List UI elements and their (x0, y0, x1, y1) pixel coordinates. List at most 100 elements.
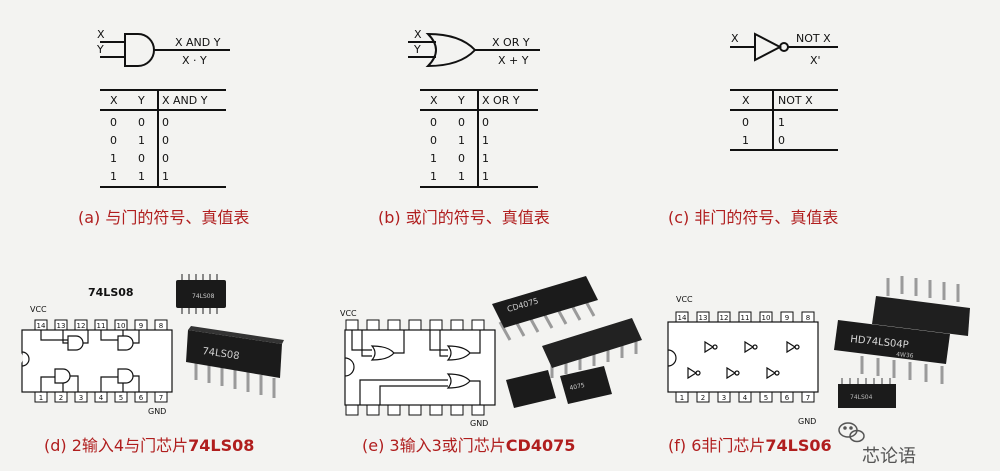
chip-pin (387, 319, 401, 331)
chip-d-photo-small: 74LS08 (176, 274, 226, 314)
caption-chip-e: (e) 3输入3或门芯片CD4075 (362, 432, 575, 456)
chip-d-photo-dip: 74LS08 (186, 326, 284, 398)
chip-f-photo-small-label-2: 74LS04 (850, 394, 873, 401)
caption-d-prefix: (d) (44, 436, 67, 455)
chip-pin-number: 1 (680, 394, 684, 402)
chip-e-photo-small-label: 4075 (569, 382, 586, 392)
not-truth-table: X NOT X 0 1 1 0 (730, 89, 838, 151)
truth-table-cell: 0 (742, 116, 749, 129)
truth-table-cell: 0 (778, 134, 785, 147)
chip-e-photo-dip: CD4075 (492, 276, 598, 341)
truth-table-header: X (110, 94, 118, 107)
truth-table-header: X (742, 94, 750, 107)
caption-e-text: 3输入3或门芯片 (389, 436, 506, 455)
and-output-name: X AND Y (175, 36, 221, 49)
caption-not-gate: (c) 非门的符号、真值表 (668, 204, 838, 228)
truth-table-cell: 1 (482, 170, 489, 183)
chip-pin (450, 404, 464, 416)
truth-table-header: Y (457, 94, 465, 107)
not-input-x: X (731, 32, 739, 45)
truth-table-cell: 1 (138, 170, 145, 183)
truth-table-header: Y (137, 94, 145, 107)
chip-pin (387, 404, 401, 416)
truth-table-cell: 1 (742, 134, 749, 147)
and-output-expr: X · Y (182, 54, 207, 67)
chip-pin-number: 8 (806, 314, 810, 322)
chip-pin (471, 404, 485, 416)
chip-pin-number: 9 (785, 314, 789, 322)
not-output-name: NOT X (796, 32, 831, 45)
watermark: 芯论语 (862, 442, 916, 468)
caption-f-part: 74LS06 (765, 436, 832, 455)
truth-table-cell: 1 (458, 170, 465, 183)
truth-table-cell: 0 (482, 116, 489, 129)
chip-pin-number: 3 (722, 394, 726, 402)
truth-table-header: X OR Y (482, 94, 520, 107)
chip-pin-number: 13 (699, 314, 708, 322)
chip-f-photo-dip: HD74LS04P 4W36 (834, 276, 970, 384)
chip-pin-number: 11 (97, 322, 106, 330)
chip-f-photo-soic: 74LS04 (838, 378, 896, 408)
truth-table-cell: 0 (138, 152, 145, 165)
chip-d-internal-gates (15, 329, 173, 393)
caption-d-text: 2输入4与门芯片 (71, 436, 189, 455)
caption-d-part: 74LS08 (188, 436, 255, 455)
chip-pin-number: 6 (785, 394, 790, 402)
caption-and-text: 与门的符号、真值表 (105, 208, 250, 227)
truth-table-header: X (430, 94, 438, 107)
watermark-text: 芯论语 (862, 446, 916, 467)
truth-table-cell: 0 (458, 152, 465, 165)
chip-pin-number: 11 (741, 314, 750, 322)
and-gate-symbol (100, 33, 230, 67)
truth-table-header: X AND Y (162, 94, 208, 107)
chip-d-photo-label: 74LS08 (202, 346, 241, 362)
chip-pin (345, 319, 359, 331)
truth-table-cell: 0 (458, 116, 465, 129)
truth-table-cell: 0 (162, 116, 169, 129)
not-gate-symbol (730, 32, 838, 62)
chip-f-gnd-label: GND (798, 417, 816, 426)
chip-pin-number: 9 (139, 322, 143, 330)
truth-table-cell: 0 (162, 152, 169, 165)
chip-pin-number: 5 (119, 394, 123, 402)
chip-pin-number: 10 (762, 314, 771, 322)
truth-table-header: NOT X (778, 94, 813, 107)
truth-table-cell: 1 (110, 170, 117, 183)
or-output-expr: X + Y (498, 54, 529, 67)
wechat-icon (838, 422, 865, 443)
truth-table-cell: 0 (430, 116, 437, 129)
caption-f-prefix: (f) (668, 436, 687, 455)
caption-chip-f: (f) 6非门芯片74LS06 (668, 432, 832, 456)
truth-table-cell: 1 (138, 134, 145, 147)
truth-table-cell: 1 (778, 116, 785, 129)
chip-pin-number: 3 (79, 394, 83, 402)
chip-pin-number: 7 (159, 394, 163, 402)
caption-e-part: CD4075 (505, 436, 576, 455)
and-input-x: X (97, 28, 105, 41)
chip-e-gnd-label: GND (470, 419, 488, 428)
caption-chip-d: (d) 2输入4与门芯片74LS08 (44, 432, 254, 456)
chip-pin-number: 13 (57, 322, 66, 330)
chip-e-internal-gates (344, 329, 496, 406)
chip-pin-number: 10 (117, 322, 126, 330)
chip-pin (345, 404, 359, 416)
caption-and-gate: (a) 与门的符号、真值表 (78, 204, 249, 228)
chip-pin (366, 319, 380, 331)
and-input-y: Y (96, 43, 104, 56)
chip-pin-number: 14 (678, 314, 687, 322)
chip-pin (450, 319, 464, 331)
chip-pin-number: 4 (99, 394, 104, 402)
caption-not-text: 非门的符号、真值表 (694, 208, 839, 227)
chip-d-part-label: 74LS08 (88, 286, 134, 299)
chip-pin-number: 1 (39, 394, 43, 402)
truth-table-cell: 1 (110, 152, 117, 165)
truth-table-cell: 1 (162, 170, 169, 183)
truth-table-cell: 0 (110, 116, 117, 129)
